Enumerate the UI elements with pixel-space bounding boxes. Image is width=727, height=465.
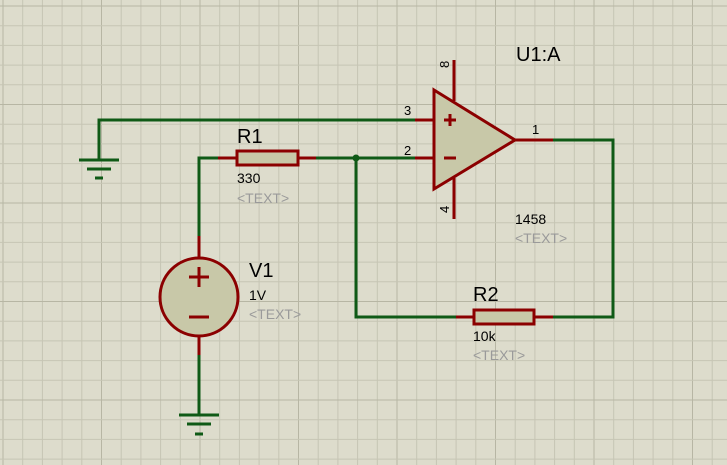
opamp-value-label[interactable]: 1458 (515, 211, 547, 227)
wire-ground-to-noninverting[interactable] (97, 118, 417, 162)
ground-symbol-top[interactable] (79, 158, 119, 180)
resistor-r2[interactable] (472, 308, 536, 326)
opamp-pin2-number: 2 (404, 143, 412, 158)
opamp-pin1-number: 1 (532, 122, 540, 137)
opamp-pin3-number: 3 (404, 103, 412, 118)
voltage-source-v1[interactable] (158, 256, 240, 338)
ground-symbol-bottom[interactable] (179, 413, 219, 436)
r1-ref-label[interactable]: R1 (237, 126, 263, 148)
junction-dot (352, 154, 360, 162)
r2-text-placeholder: <TEXT> (473, 347, 526, 363)
v1-ref-label[interactable]: V1 (249, 260, 274, 282)
opamp-pin4-number: 4 (437, 205, 452, 213)
opamp-ref-label[interactable]: U1:A (516, 44, 561, 66)
r1-value-label[interactable]: 330 (237, 170, 261, 186)
v1-text-placeholder: <TEXT> (249, 306, 302, 322)
opamp-text-placeholder: <TEXT> (515, 230, 568, 246)
wire-v1-to-r1[interactable] (197, 156, 220, 238)
r1-text-placeholder: <TEXT> (237, 190, 290, 206)
wire-output-feedback[interactable] (551, 138, 615, 319)
opamp-triangle[interactable] (432, 87, 518, 192)
r2-ref-label[interactable]: R2 (473, 284, 499, 306)
v1-value-label[interactable]: 1V (249, 287, 267, 303)
resistor-r1[interactable] (235, 149, 300, 167)
opamp-pin8-number: 8 (437, 60, 452, 68)
r2-value-label[interactable]: 10k (473, 328, 496, 344)
wire-r2-to-junction[interactable] (354, 156, 458, 319)
